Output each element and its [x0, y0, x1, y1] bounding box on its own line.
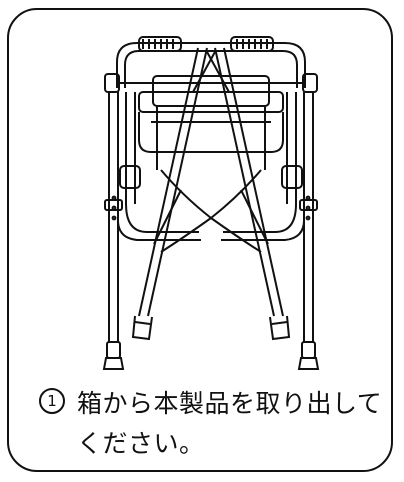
folded-walker-illustration	[102, 36, 320, 370]
instruction-step: 1 箱から本製品を取り出してください。	[39, 384, 389, 464]
step-instruction-text: 箱から本製品を取り出してください。	[77, 389, 383, 458]
step-number-badge: 1	[39, 388, 65, 414]
instruction-card: 1 箱から本製品を取り出してください。	[7, 8, 393, 472]
